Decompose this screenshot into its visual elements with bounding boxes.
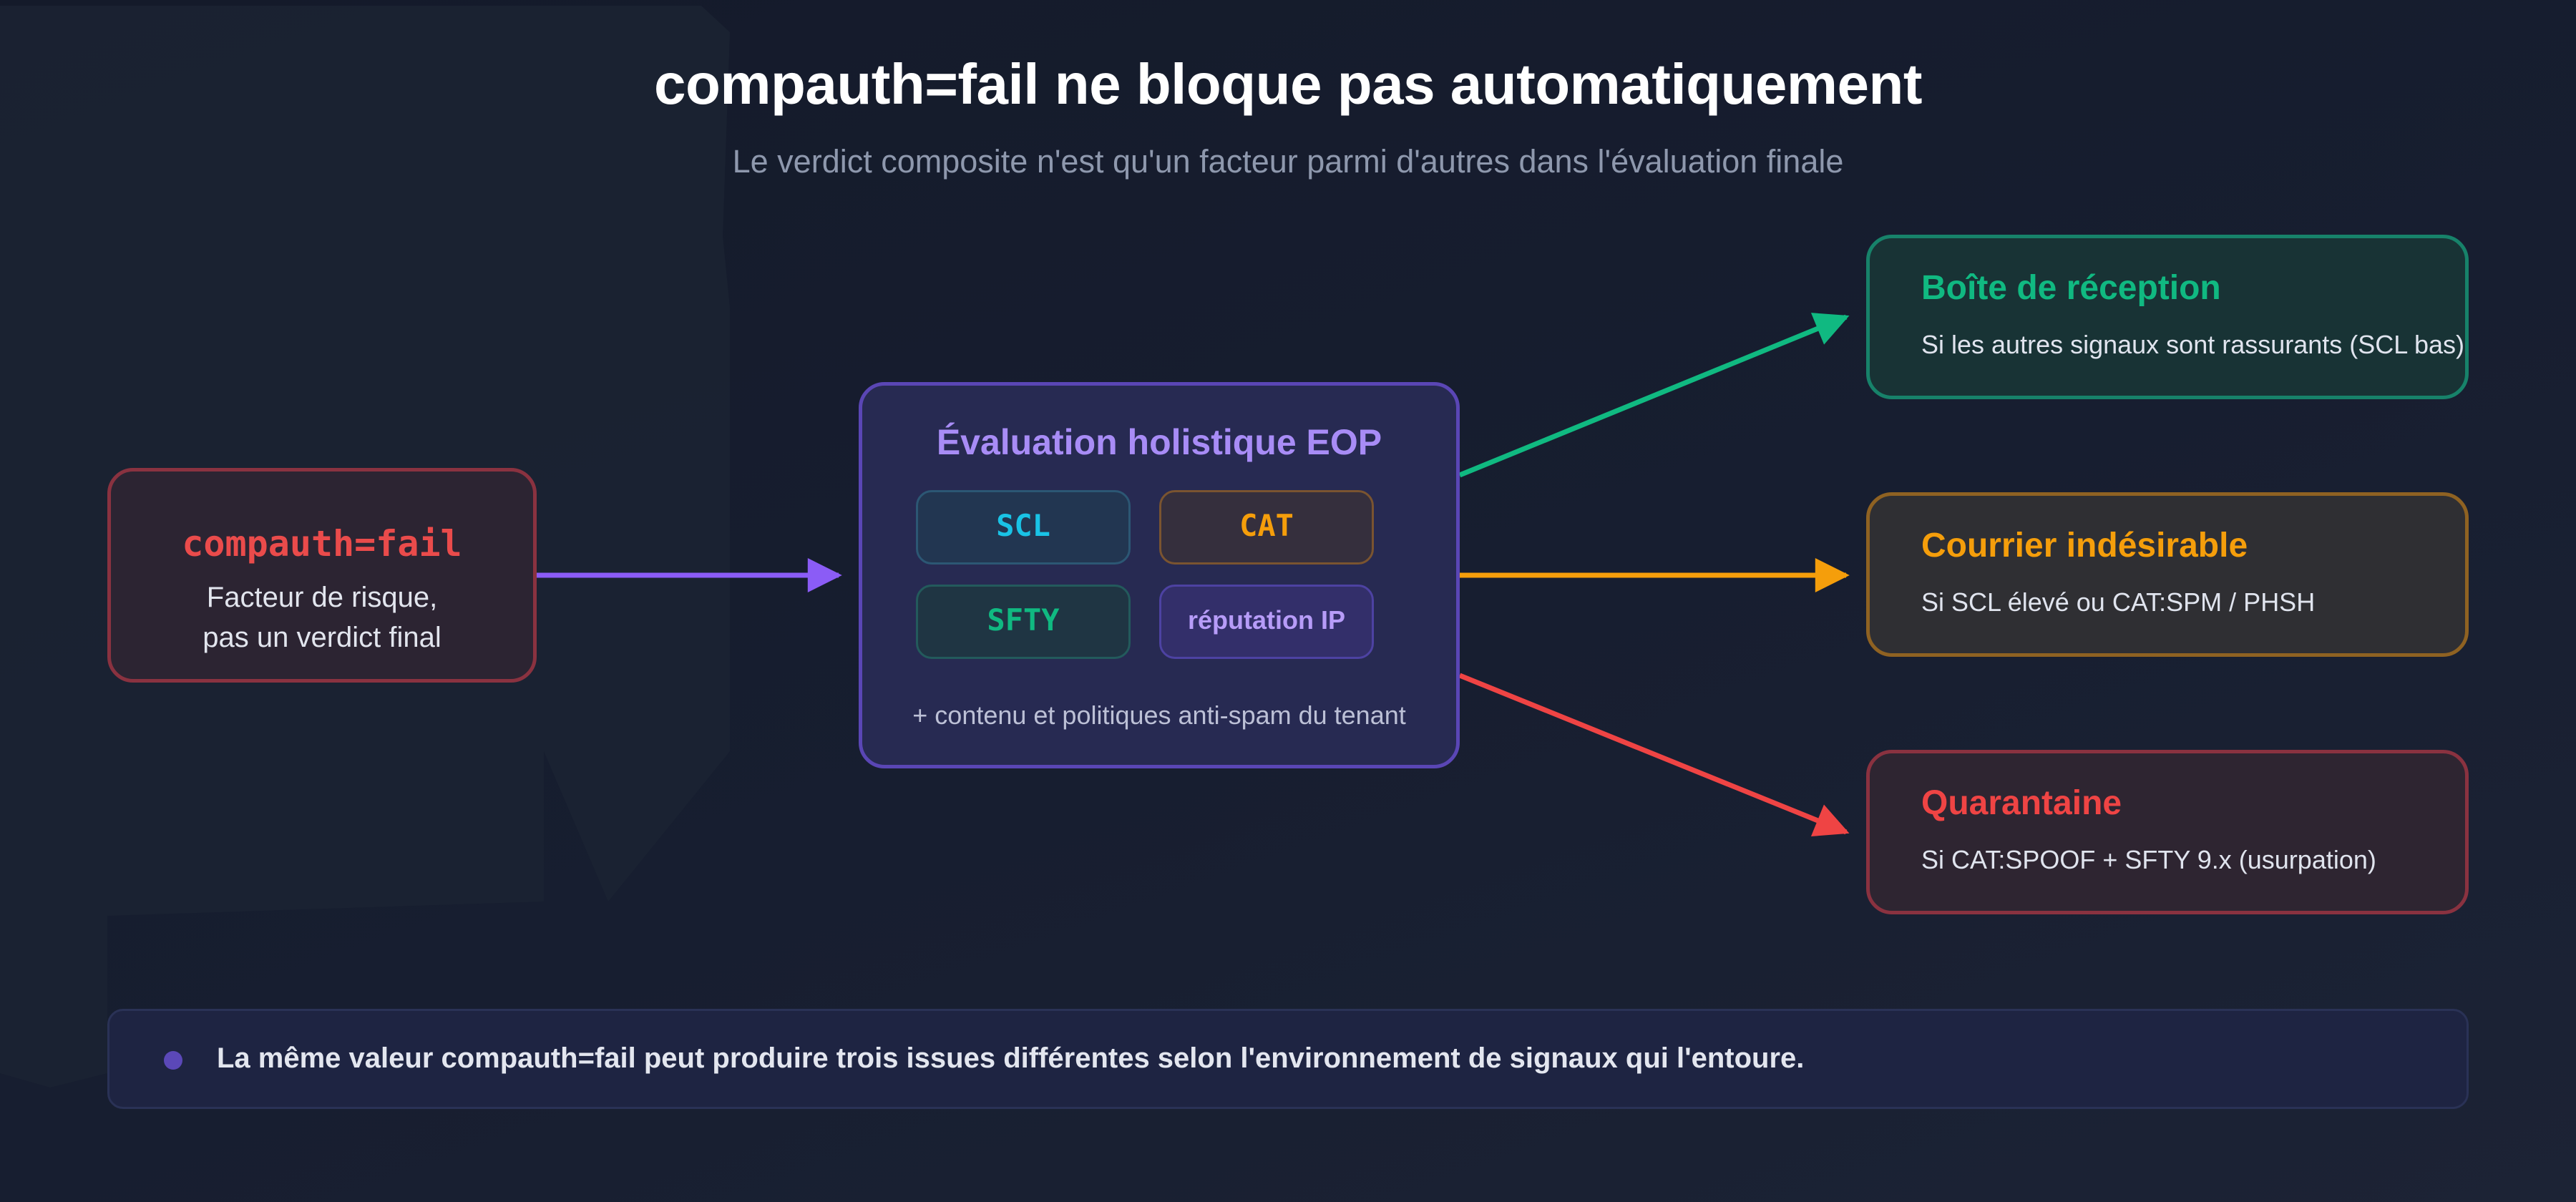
outcome-junk: Courrier indésirable Si SCL élevé ou CAT… (1866, 492, 2469, 657)
outcome-description: Si SCL élevé ou CAT:SPM / PHSH (1921, 587, 2316, 617)
note-text: La même valeur compauth=fail peut produi… (217, 1042, 1805, 1074)
outcome-inbox: Boîte de réception Si les autres signaux… (1866, 235, 2469, 399)
page-title: compauth=fail ne bloque pas automatiquem… (653, 52, 1923, 116)
outcome-quarantine: Quarantaine Si CAT:SPOOF + SFTY 9.x (usu… (1866, 750, 2469, 914)
source-description: Facteur de risque, pas un verdict final (203, 582, 441, 653)
outcome-description: Si CAT:SPOOF + SFTY 9.x (usurpation) (1921, 845, 2376, 874)
page-subtitle: Le verdict composite n'est qu'un facteur… (732, 143, 1844, 180)
arrow-to-inbox (1458, 313, 1850, 478)
arrow-to-quarantine (1458, 673, 1850, 837)
signal-chip-scl: SCL (916, 490, 1131, 565)
source-node: compauth=fail Facteur de risque, pas un … (107, 468, 537, 683)
signal-chip-sfty: SFTY (916, 585, 1131, 659)
signal-chip-cat: CAT (1159, 490, 1374, 565)
outcome-title: Courrier indésirable (1921, 527, 2248, 565)
bullet-dot-icon (164, 1051, 182, 1070)
outcome-description: Si les autres signaux sont rassurants (S… (1921, 330, 2465, 359)
evaluation-title: Évaluation holistique EOP (936, 422, 1382, 462)
signal-chip-ip-reputation: réputation IP (1159, 585, 1374, 659)
outcome-title: Quarantaine (1921, 784, 2122, 822)
evaluation-footer: + contenu et politiques anti-spam du ten… (912, 700, 1406, 730)
source-label: compauth=fail (182, 523, 462, 565)
evaluation-node: Évaluation holistique EOP SCL CAT SFTY r… (859, 382, 1460, 768)
outcome-title: Boîte de réception (1921, 269, 2221, 307)
note-banner: La même valeur compauth=fail peut produi… (107, 1009, 2469, 1109)
